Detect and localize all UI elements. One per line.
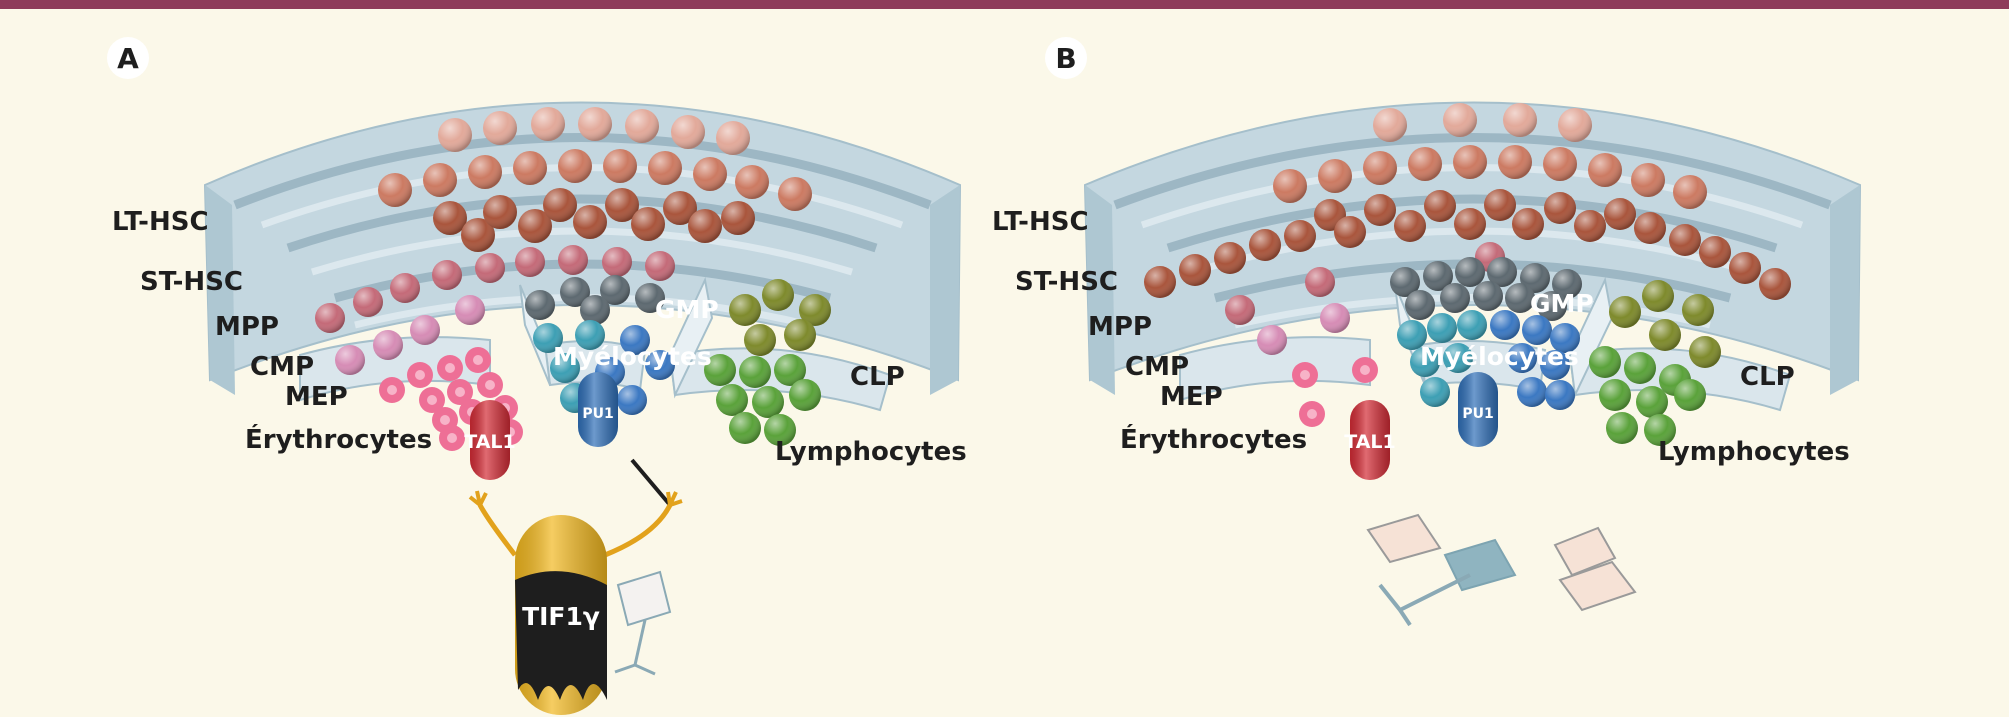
tal1-label: TAL1 [1344,431,1396,453]
mpp-cells [1225,242,1505,325]
pu1-factor: PU1 [1458,372,1498,447]
panel-letter: A [117,42,139,75]
st-hsc-cells [1144,189,1791,300]
mpp-label: MPP [215,312,279,342]
st-hsc-label: ST-HSC [140,267,243,297]
conductor-icon: TIF1γ [468,458,683,715]
tif1g-label: TIF1γ [522,602,600,631]
panel-a: A [107,37,967,715]
panel-letter-badge [107,37,149,79]
myelocytes-label: Myélocytes [553,342,712,371]
cmp-cells [335,295,485,375]
pu1-factor: PU1 [578,372,618,447]
lymphocytes-label: Lymphocytes [775,437,967,467]
clp-label: CLP [1740,362,1795,392]
myelocyte-cells [1397,310,1580,410]
clp-cells [729,279,831,356]
mep-cells [379,347,523,451]
lymphocyte-cells [704,354,821,446]
st-hsc-label: ST-HSC [1015,267,1118,297]
lt-hsc-light-cells [438,107,750,155]
mpp-cells [315,245,675,333]
myelocyte-cells [533,320,675,415]
gmp-label: GMP [655,295,719,324]
pu1-label: PU1 [1462,406,1493,422]
cmp-label: CMP [250,352,314,382]
scattered-sheet-music-icon [1366,513,1637,627]
lt-hsc-light-cells [1373,103,1592,142]
panel-letter: B [1055,42,1076,75]
gmp-label: GMP [1530,289,1594,318]
st-hsc-cells [433,188,755,252]
gmp-cells [1390,257,1582,321]
clp-label: CLP [850,362,905,392]
clp-cells [1609,280,1721,368]
lt-hsc-cells [378,149,812,211]
lymphocytes-label: Lymphocytes [1658,437,1850,467]
cmp-label: CMP [1125,352,1189,382]
mpp-label: MPP [1088,312,1152,342]
mep-label: MEP [285,382,348,412]
cmp-cells [1257,303,1350,355]
pu1-label: PU1 [582,406,613,422]
mep-label: MEP [1160,382,1223,412]
panel-b: B [992,37,1862,627]
erythrocytes-label: Érythrocytes [1120,423,1307,455]
myelocytes-label: Myélocytes [1420,342,1579,371]
gmp-cells [525,275,665,325]
tal1-factor: TAL1 [464,400,516,480]
lymphocyte-cells [1589,346,1706,446]
lt-hsc-cells [1273,145,1707,209]
mep-cells [1292,357,1378,427]
lt-hsc-label: LT-HSC [112,207,209,237]
tal1-factor: TAL1 [1344,400,1396,480]
tal1-label: TAL1 [464,431,516,453]
lt-hsc-label: LT-HSC [992,207,1089,237]
top-accent-bar [0,0,2009,9]
erythrocytes-label: Érythrocytes [245,423,432,455]
panel-letter-badge [1045,37,1087,79]
